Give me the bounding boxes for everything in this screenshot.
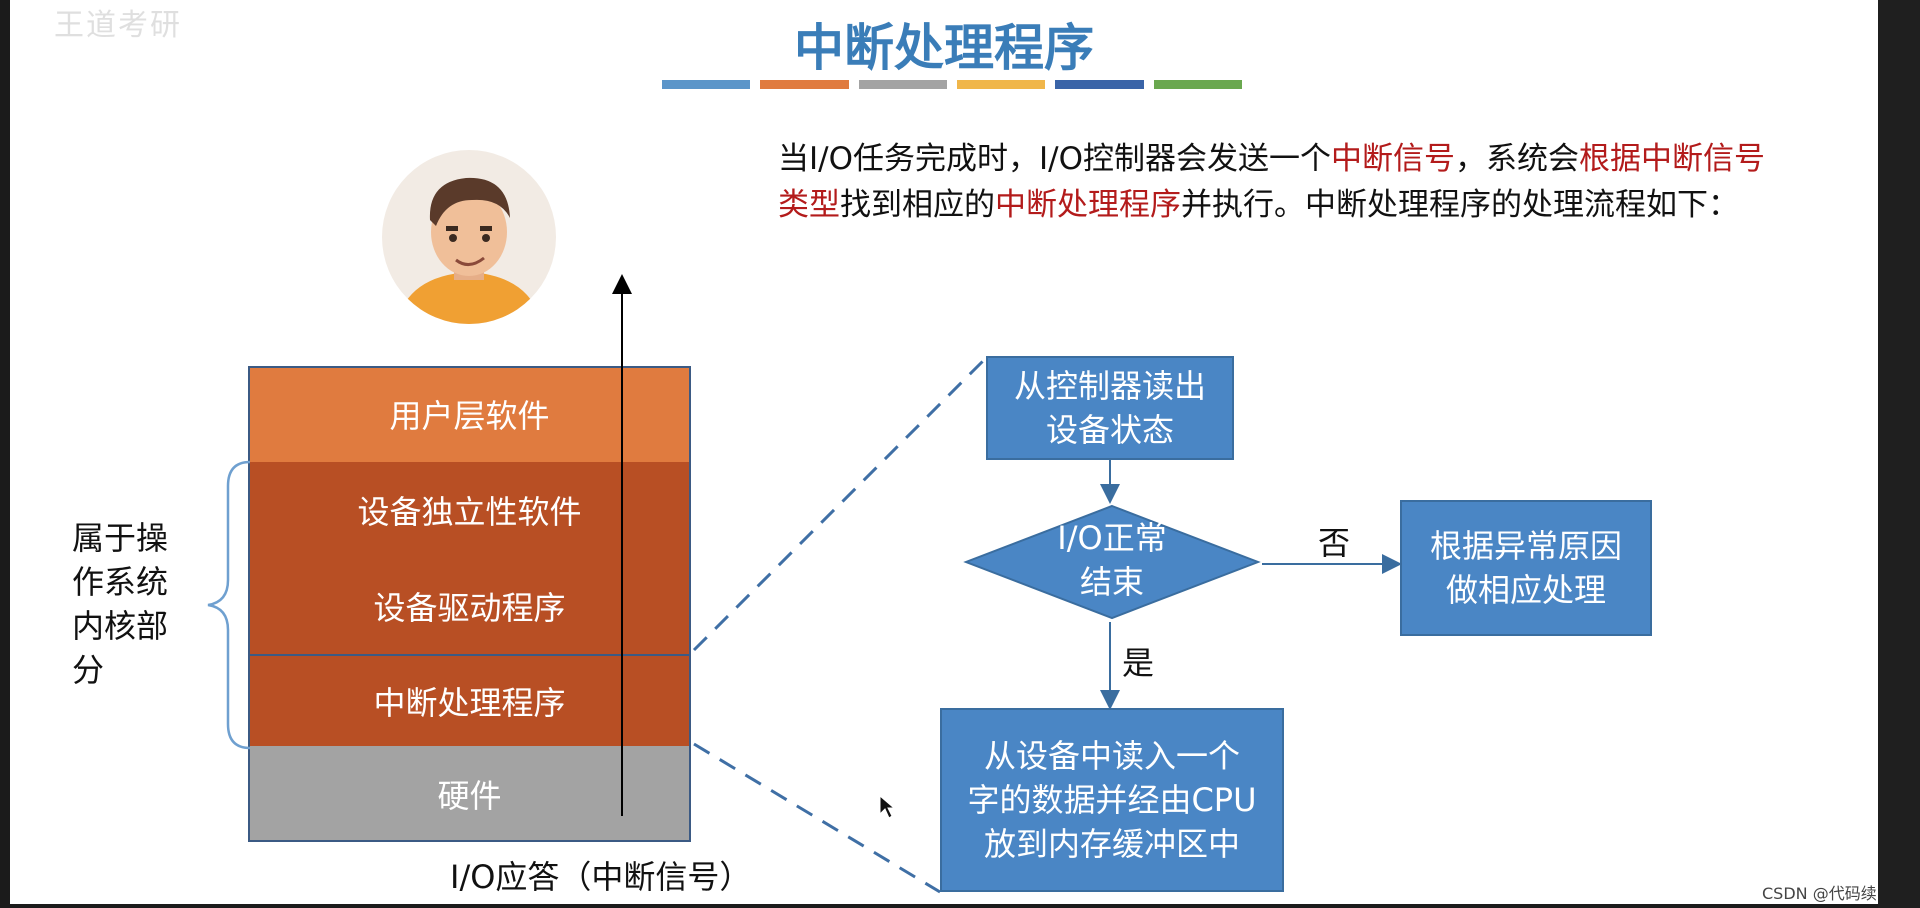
read-word-to-buffer-box: 从设备中读入一个字的数据并经由CPU 放到内存缓冲区中 [940, 708, 1284, 892]
color-bar-2 [760, 80, 849, 89]
hardware-label: 硬件 [437, 777, 502, 815]
exception-line-1: 根据异常原因 [1429, 527, 1622, 565]
intro-highlight-1: 中断信号 [1330, 141, 1455, 177]
intro-part-4: 并执行。中断处理程序的处理流程如下： [1181, 187, 1739, 223]
kernel-label-line-2: 作系统 [72, 563, 169, 601]
yes-label: 是 [1122, 644, 1155, 682]
io-response-label: I/O应答（中断信号） [450, 858, 752, 896]
read-device-status-box: 从控制器读出设备状态 [986, 356, 1234, 460]
intro-highlight-2: 根据中断信号类型 [778, 141, 1765, 223]
decision-line-1: I/O正常 [1057, 519, 1167, 557]
user-layer-label: 用户层软件 [389, 397, 550, 435]
kernel-label-line-1: 属于操 [72, 519, 169, 557]
stack-border [248, 366, 691, 842]
connector-lines [612, 274, 1402, 894]
user-avatar [382, 150, 556, 324]
handle-exception-box: 根据异常原因做相应处理 [1400, 500, 1652, 636]
device-driver-label: 设备驱动程序 [373, 589, 566, 627]
intro-text: 当I/O任务完成时，I/O控制器会发送一个中断信号，系统会根据中断信号类型找到相… [778, 136, 1768, 228]
read-status-line-2: 设备状态 [1045, 411, 1174, 449]
device-driver: 设备驱动程序 [248, 558, 691, 654]
user-layer-software: 用户层软件 [248, 366, 691, 462]
kernel-label-line-4: 分 [72, 651, 105, 689]
csdn-credit: CSDN @代码续发 [1762, 884, 1877, 903]
mouse-cursor-icon [879, 794, 896, 819]
intro-part-3: 找到相应的 [840, 187, 995, 223]
decision-line-2: 结束 [1079, 563, 1144, 601]
color-bar-6 [1153, 80, 1242, 89]
slide: 王道考研 中断处理程序 当I/O任务完成时，I/O控制器会发送一个中断信号，系统… [10, 0, 1878, 904]
decision-label: I/O正常 结束 [962, 516, 1262, 604]
color-bar-4 [956, 80, 1046, 89]
read-status-line-1: 从控制器读出 [1013, 367, 1206, 405]
color-bars [662, 80, 1242, 89]
intro-part-2: ，系统会 [1454, 141, 1579, 177]
slide-title: 中断处理程序 [794, 19, 1094, 77]
color-bar-5 [1055, 80, 1144, 89]
intro-part-1: 当I/O任务完成时，I/O控制器会发送一个 [778, 141, 1331, 177]
io-normal-decision [963, 504, 1261, 620]
exception-line-2: 做相应处理 [1445, 571, 1606, 609]
color-bar-1 [662, 80, 751, 89]
device-independent-software: 设备独立性软件 [248, 462, 691, 558]
read-word-line-3: 放到内存缓冲区中 [983, 825, 1240, 863]
intro-highlight-3: 中断处理程序 [995, 187, 1181, 223]
watermark: 王道考研 [54, 8, 182, 43]
device-independent-label: 设备独立性软件 [357, 493, 582, 531]
kernel-label-line-3: 内核部 [72, 607, 169, 645]
right-dark-border [1878, 0, 1920, 908]
no-label: 否 [1318, 524, 1351, 562]
read-word-line-1: 从设备中读入一个 [983, 737, 1240, 775]
color-bar-3 [858, 80, 947, 89]
kernel-label: 属于操 作系统 内核部 分 [72, 516, 168, 692]
interrupt-handler-label: 中断处理程序 [373, 684, 566, 722]
kernel-brace [207, 460, 251, 750]
hardware: 硬件 [248, 746, 691, 842]
read-word-line-2: 字的数据并经由CPU [967, 781, 1257, 819]
interrupt-handler: 中断处理程序 [248, 654, 691, 746]
